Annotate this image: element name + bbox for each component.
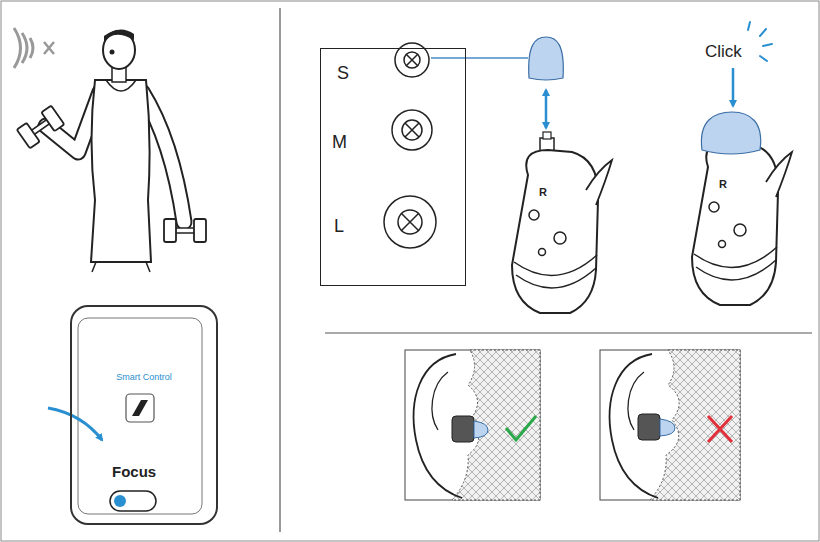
side-letter: R <box>719 178 727 190</box>
size-box: S M L <box>320 48 466 286</box>
click-label: Click <box>705 43 742 62</box>
size-letter: L <box>334 217 344 237</box>
side-letter: R <box>539 186 547 198</box>
mode-name: Focus <box>112 464 156 481</box>
phone-screen: Smart ControlFocus <box>70 305 218 525</box>
app-title: Smart Control <box>72 373 216 383</box>
size-letter: S <box>337 64 349 84</box>
size-letter: M <box>332 133 347 153</box>
